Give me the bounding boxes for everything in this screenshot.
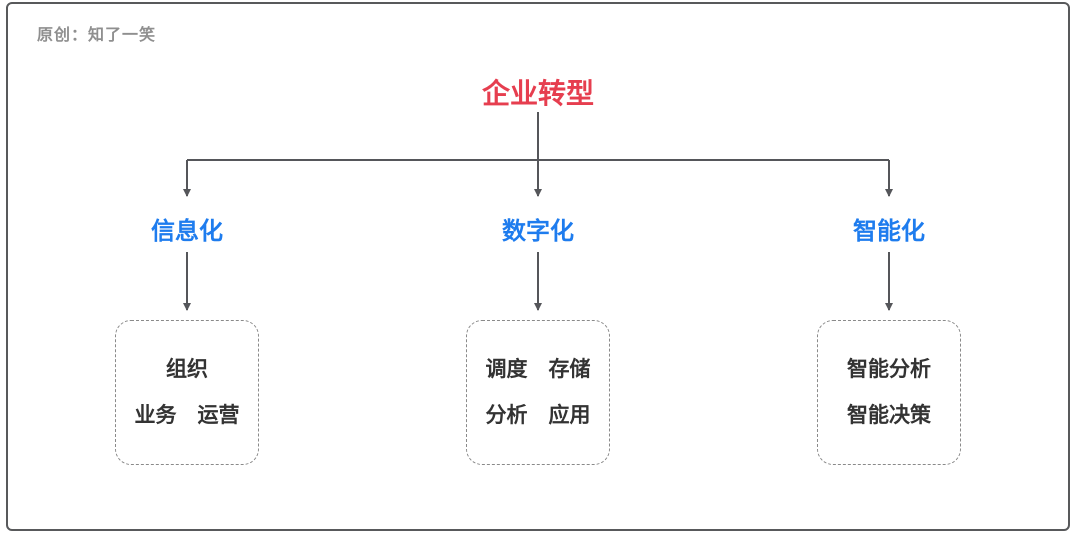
box-line: 分析 应用 <box>485 404 591 427</box>
branch-box-informatization: 组织 业务 运营 <box>115 320 259 465</box>
branch-box-digitalization: 调度 存储 分析 应用 <box>466 320 610 465</box>
box-line: 调度 存储 <box>485 358 591 381</box>
box-line: 智能决策 <box>847 404 931 427</box>
branch-label-informatization: 信息化 <box>151 218 223 245</box>
box-line: 业务 运营 <box>134 404 240 427</box>
branch-label-intelligentization: 智能化 <box>853 218 925 245</box>
branch-box-intelligentization: 智能分析 智能决策 <box>817 320 961 465</box>
root-node-label: 企业转型 <box>481 78 595 109</box>
box-line: 智能分析 <box>847 358 931 381</box>
author-watermark: 原创：知了一笑 <box>37 27 157 44</box>
branch-label-digitalization: 数字化 <box>502 218 574 245</box>
box-line: 组织 <box>166 358 208 381</box>
